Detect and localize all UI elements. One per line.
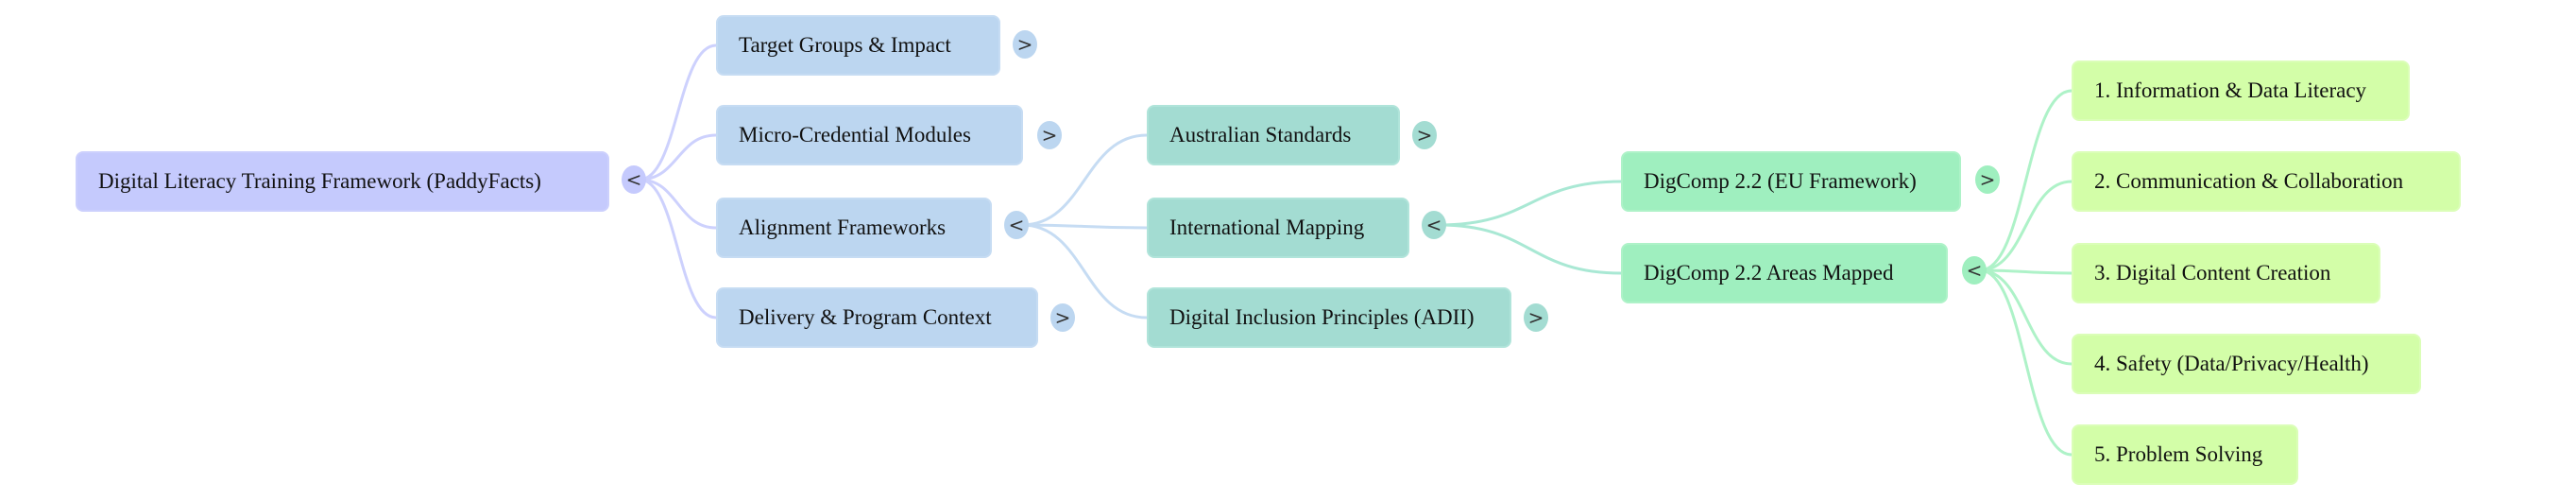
node-digital-content-creation[interactable]: 3. Digital Content Creation [2072, 243, 2380, 303]
node-digcomp-areas-mapped[interactable]: DigComp 2.2 Areas Mapped [1621, 243, 1948, 303]
connector-line [1439, 180, 1622, 227]
expand-toggle-icon[interactable]: > [1975, 165, 2000, 194]
collapse-toggle-icon[interactable]: < [622, 165, 646, 194]
node-problem-solving[interactable]: 5. Problem Solving [2072, 424, 2298, 485]
node-label: DigComp 2.2 Areas Mapped [1644, 261, 1894, 285]
node-digcomp-eu-framework[interactable]: DigComp 2.2 (EU Framework) [1621, 151, 1961, 212]
node-label: Delivery & Program Context [739, 305, 992, 329]
node-label: Digital Inclusion Principles (ADII) [1169, 305, 1475, 329]
connector-line [639, 178, 717, 230]
expand-toggle-icon[interactable]: > [1412, 121, 1437, 149]
connector-line [1979, 268, 2073, 457]
node-information-data-literacy[interactable]: 1. Information & Data Literacy [2072, 60, 2410, 121]
connector-line [639, 43, 717, 181]
connector-line [639, 178, 717, 320]
connector-line [1979, 268, 2073, 275]
node-digital-inclusion-principles[interactable]: Digital Inclusion Principles (ADII) [1147, 287, 1511, 348]
expand-toggle-icon[interactable]: > [1037, 121, 1062, 149]
node-label: 2. Communication & Collaboration [2094, 169, 2404, 193]
node-label: International Mapping [1169, 216, 1365, 239]
connector-line [639, 133, 717, 181]
expand-toggle-icon[interactable]: > [1050, 303, 1075, 332]
collapse-toggle-icon[interactable]: < [1004, 211, 1029, 239]
node-label: Digital Literacy Training Framework (Pad… [98, 169, 541, 193]
node-australian-standards[interactable]: Australian Standards [1147, 105, 1400, 165]
node-delivery-program-context[interactable]: Delivery & Program Context [716, 287, 1038, 348]
node-communication-collaboration[interactable]: 2. Communication & Collaboration [2072, 151, 2461, 212]
node-international-mapping[interactable]: International Mapping [1147, 198, 1409, 258]
node-label: 5. Problem Solving [2094, 442, 2263, 466]
node-label: Alignment Frameworks [739, 216, 947, 239]
node-label: Micro-Credential Modules [739, 123, 971, 147]
connector-line [1979, 89, 2073, 272]
connector-line [1979, 268, 2073, 366]
node-target-groups[interactable]: Target Groups & Impact [716, 15, 1000, 76]
node-label: Australian Standards [1169, 123, 1352, 147]
node-micro-credential-modules[interactable]: Micro-Credential Modules [716, 105, 1023, 165]
node-alignment-frameworks[interactable]: Alignment Frameworks [716, 198, 992, 258]
collapse-toggle-icon[interactable]: < [1422, 211, 1446, 239]
node-label: 4. Safety (Data/Privacy/Health) [2094, 352, 2369, 375]
connector-line [1021, 223, 1148, 230]
connector-line [1021, 223, 1148, 320]
node-safety[interactable]: 4. Safety (Data/Privacy/Health) [2072, 334, 2421, 394]
root-node[interactable]: Digital Literacy Training Framework (Pad… [76, 151, 609, 212]
node-label: DigComp 2.2 (EU Framework) [1644, 169, 1917, 193]
collapse-toggle-icon[interactable]: < [1962, 256, 1987, 285]
connector-line [1979, 180, 2073, 272]
expand-toggle-icon[interactable]: > [1524, 303, 1548, 332]
node-label: 3. Digital Content Creation [2094, 261, 2331, 285]
node-label: 1. Information & Data Literacy [2094, 78, 2367, 102]
node-label: Target Groups & Impact [739, 33, 951, 57]
expand-toggle-icon[interactable]: > [1013, 30, 1037, 59]
connector-line [1021, 133, 1148, 227]
connector-line [1439, 223, 1622, 275]
